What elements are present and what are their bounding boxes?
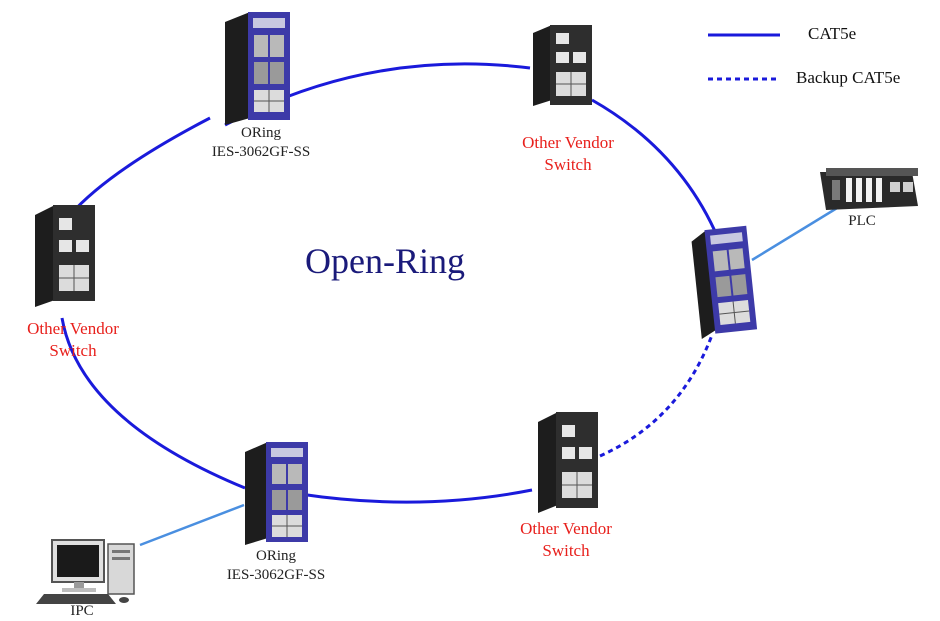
vendor-left-line1: Other Vendor <box>27 319 119 338</box>
legend-dashed-label: Backup CAT5e <box>796 68 901 87</box>
vendor-bottom-right-line2: Switch <box>542 541 590 561</box>
plc-label: PLC <box>848 213 876 229</box>
oring-top-line1: ORing <box>240 125 281 141</box>
legend-solid-label: CAT5e <box>808 24 857 43</box>
oring-bottom-label: ORing IES-3062GF-SS <box>211 547 341 585</box>
vendor-switch-bottom-right-icon <box>538 412 598 513</box>
oring-switch-top-icon <box>225 12 290 125</box>
oring-bottom-line1: ORing <box>255 548 296 564</box>
vendor-bottom-right-line1: Other Vendor <box>520 519 612 538</box>
oring-switch-bottom-icon <box>245 442 308 545</box>
vendor-top-right-line2: Switch <box>544 155 592 175</box>
diagram-title: Open-Ring <box>305 241 465 281</box>
vendor-bottom-right-label: Other Vendor Switch <box>493 518 639 562</box>
vendor-top-right-label: Other Vendor Switch <box>495 132 641 176</box>
ring-solid <box>60 62 720 504</box>
vendor-switch-left-icon <box>35 205 95 307</box>
plc-link <box>751 203 843 262</box>
plc-icon <box>820 168 918 210</box>
vendor-top-right-line1: Other Vendor <box>522 133 614 152</box>
vendor-left-label: Other Vendor Switch <box>0 318 146 362</box>
oring-bottom-line2: IES-3062GF-SS <box>226 566 326 583</box>
ipc-label: IPC <box>70 603 94 619</box>
oring-top-label: ORing IES-3062GF-SS <box>196 124 326 162</box>
vendor-switch-top-right-icon <box>533 25 592 106</box>
oring-top-line2: IES-3062GF-SS <box>211 143 311 160</box>
oring-switch-right-icon <box>691 225 758 340</box>
ipc-link <box>139 503 245 547</box>
ring-backup <box>599 334 714 458</box>
vendor-left-line2: Switch <box>49 341 97 361</box>
ipc-icon <box>36 539 135 604</box>
